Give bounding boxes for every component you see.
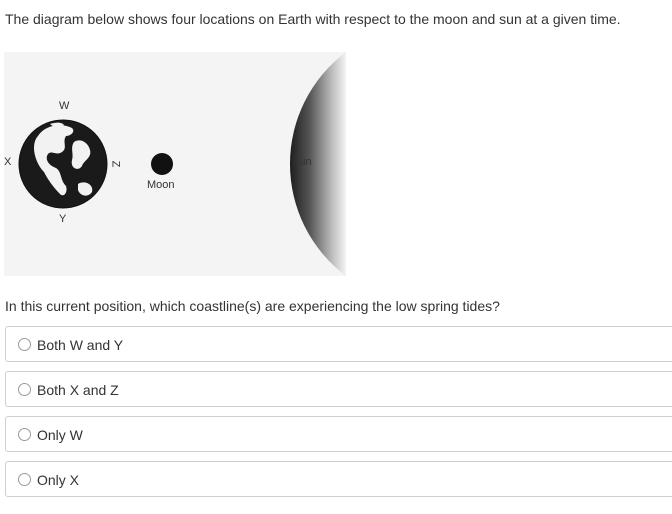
answer-option-3[interactable]: Only W <box>5 416 672 452</box>
radio-button-icon[interactable] <box>18 383 31 396</box>
label-w: W <box>59 100 70 112</box>
earth-globe <box>18 119 108 209</box>
radio-button-icon[interactable] <box>18 473 31 486</box>
question-text: In this current position, which coastlin… <box>5 298 500 314</box>
label-y: Y <box>59 213 67 225</box>
answer-option-2[interactable]: Both X and Z <box>5 371 672 407</box>
radio-button-icon[interactable] <box>18 338 31 351</box>
answer-option-label: Only X <box>37 472 80 488</box>
answer-option-label: Both W and Y <box>37 337 124 353</box>
answer-option-label: Only W <box>37 427 83 443</box>
radio-button-icon[interactable] <box>18 428 31 441</box>
answer-option-4[interactable]: Only X <box>5 461 672 497</box>
answer-option-1[interactable]: Both W and Y <box>5 326 672 362</box>
moon-shape <box>151 153 173 175</box>
label-z: Z <box>109 160 122 168</box>
sun-shape <box>290 52 346 276</box>
label-sun: Sun <box>292 156 312 168</box>
earth-moon-sun-diagram: W X Y Z Moon Sun <box>4 52 346 276</box>
label-moon: Moon <box>147 179 175 191</box>
answer-option-label: Both X and Z <box>37 382 119 398</box>
diagram-graphic <box>18 52 346 276</box>
intro-text: The diagram below shows four locations o… <box>5 11 621 27</box>
label-x: X <box>4 156 12 168</box>
